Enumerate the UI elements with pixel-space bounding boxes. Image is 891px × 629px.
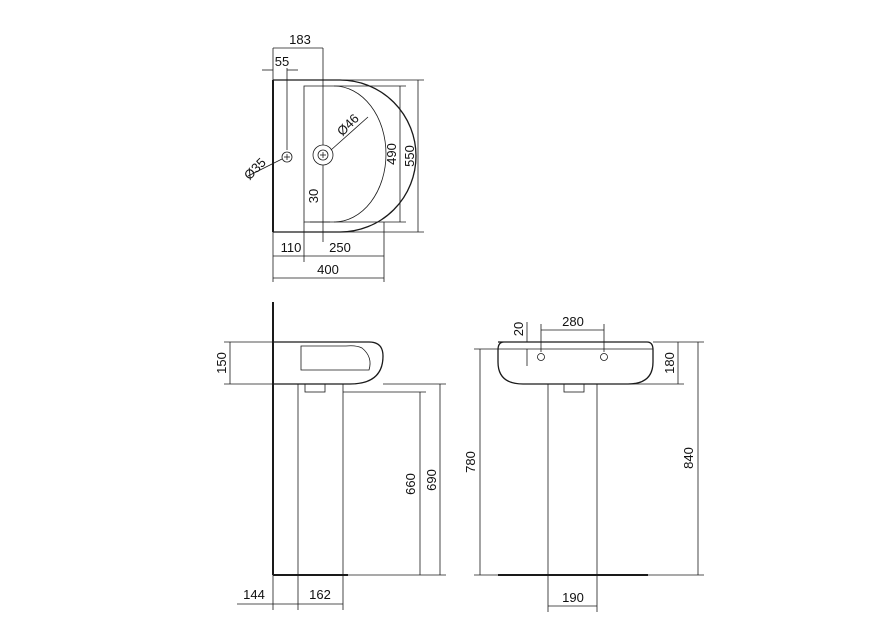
pedestal-bracket-front [563,383,585,393]
dim-label-690: 690 [424,469,439,491]
dim-label-30: 30 [306,189,321,203]
dim-label-20: 20 [511,322,526,336]
tap-hole-left-icon [537,353,545,361]
dim-label-250: 250 [329,240,351,255]
dim-label-660: 660 [403,473,418,495]
tap-hole-icon [281,151,293,163]
leader-waste-hole [330,116,369,151]
dim-label-180: 180 [662,352,677,374]
dim-label-110: 110 [281,240,302,255]
basin-outline-side [273,341,384,385]
dim-label-183: 183 [289,32,311,47]
basin-outline-front [497,341,654,385]
front-view: 280 20 180 840 780 190 [463,314,704,612]
leader-tap-hole [247,158,283,177]
dim-label-144: 144 [243,587,265,602]
basin-bowl-side [300,345,371,371]
basin-bowl-top [303,85,387,223]
dim-label-780: 780 [463,451,478,473]
dim-label-280: 280 [562,314,584,329]
dim-label-550: 550 [402,145,417,167]
pedestal-bracket-side [304,383,326,393]
dim-label-waste-hole: Ø46 [334,111,362,139]
dim-label-400: 400 [317,262,339,277]
dim-label-490: 490 [384,143,399,165]
dim-label-190: 190 [562,590,584,605]
dim-label-tap-hole: Ø35 [241,155,269,183]
dim-label-162: 162 [309,587,331,602]
top-view: 183 55 Ø35 Ø46 30 490 550 110 250 400 [241,32,424,282]
side-view: 150 660 690 144 162 [214,302,446,610]
dim-label-150: 150 [214,352,229,374]
dim-label-55: 55 [275,54,289,69]
tap-hole-right-icon [600,353,608,361]
dim-label-840: 840 [681,447,696,469]
